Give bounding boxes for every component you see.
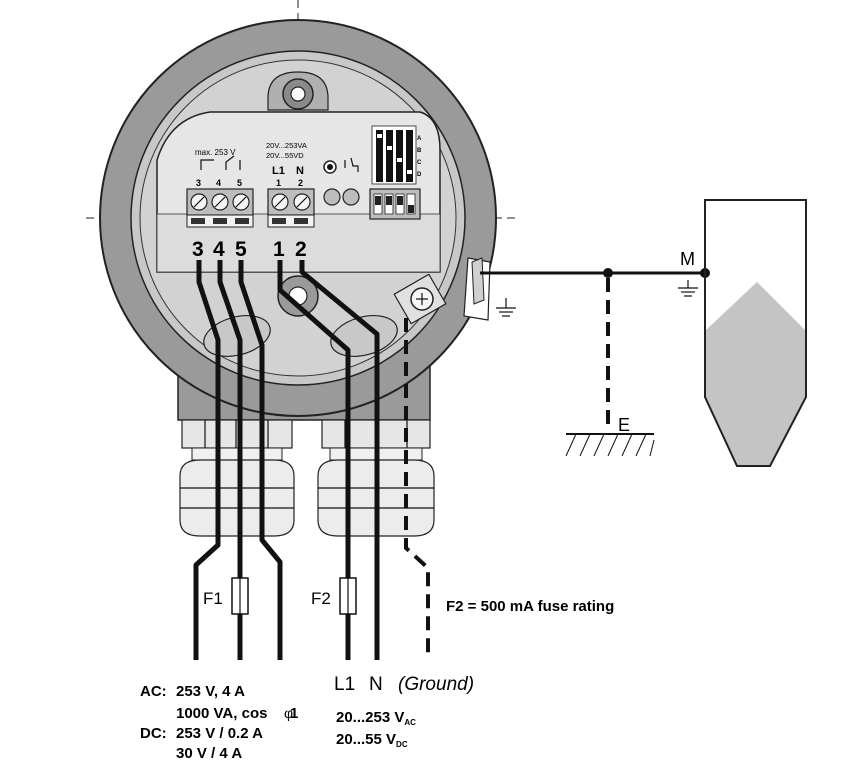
supply-rating-dc-sub: DC [396, 740, 408, 749]
relay-terminal-block: max. 253 V 3 4 5 [186, 148, 254, 228]
cable-gland-left [179, 419, 295, 537]
ground-symbol-left [496, 298, 516, 317]
relay-screw-5 [232, 193, 250, 211]
label-e: E [618, 415, 630, 435]
wire-relay-5 [238, 260, 283, 660]
wire-ground [404, 318, 430, 660]
dip-label-c: C [417, 160, 422, 166]
switch-symbol [344, 157, 359, 172]
relay-pin-5: 5 [237, 178, 242, 188]
junction-dot [603, 268, 613, 278]
relay-pin-4: 4 [216, 178, 221, 188]
wire-relay-3 [193, 260, 221, 660]
insert-button-left [323, 188, 341, 206]
relay-pin-3: 3 [196, 178, 201, 188]
top-mounting-screw [267, 71, 329, 111]
supply-range-ac: 20V...253VA [266, 141, 307, 150]
wire-relay-4 [217, 260, 243, 660]
dip-label-d: D [417, 172, 422, 178]
earth-hatch [565, 433, 655, 457]
fuse-f2: F2 [311, 577, 357, 615]
dip-switch-panel: A B C D [369, 125, 422, 220]
relay-rating-dc-line2: 30 V / 4 A [176, 745, 242, 762]
status-led [323, 160, 337, 174]
wire-label-ground: (Ground) [398, 674, 474, 695]
supply-screw-2 [293, 193, 311, 211]
supply-rating-dc: 20...55 VDC [336, 731, 408, 749]
relay-rating-ac-one: 1 [290, 705, 298, 722]
bottom-mounting-screw [277, 275, 319, 317]
label-m: M [680, 249, 695, 269]
supply-terminal-l1: L1 [272, 165, 285, 177]
supply-terminal-block: 20V...253VA 20V...55VD L1 N 1 2 [266, 141, 315, 228]
external-ground-connection: M E [471, 249, 710, 457]
terminal-number-4: 4 [213, 238, 225, 261]
fuse-f1-label: F1 [203, 589, 223, 608]
supply-range-dc: 20V...55VD [266, 151, 304, 160]
terminal-numbers: 3 4 5 1 2 [192, 238, 307, 261]
wire-label-n: N [369, 674, 383, 695]
terminal-number-2: 2 [295, 238, 307, 261]
fuse-f1: F1 [203, 577, 249, 615]
relay-screw-3 [190, 193, 208, 211]
relay-rating-dc-prefix: DC: [140, 725, 167, 742]
wire-supply-n [299, 260, 380, 660]
internal-ground-screw [393, 273, 447, 325]
insert-button-right [342, 188, 360, 206]
supply-rating-ac-sub: AC [404, 718, 416, 727]
supply-rating: 20...253 VAC 20...55 VDC [336, 709, 416, 749]
relay-rating-dc-line1: 253 V / 0.2 A [176, 725, 263, 742]
relay-rating-ac-phi: φ [284, 705, 293, 721]
fuse-note: F2 = 500 mA fuse rating [446, 598, 614, 615]
terminal-number-1: 1 [273, 238, 285, 261]
supply-rating-ac-value: 20...253 V [336, 709, 404, 726]
dip-label-a: A [417, 136, 422, 142]
supply-terminal-n: N [296, 165, 304, 177]
supply-pin-1: 1 [276, 178, 281, 188]
relay-screw-4 [211, 193, 229, 211]
wire-label-l1: L1 [334, 674, 355, 695]
supply-rating-dc-value: 20...55 V [336, 731, 396, 748]
fuse-f2-label: F2 [311, 589, 331, 608]
relay-max-label: max. 253 V [195, 148, 236, 157]
supply-screw-1 [271, 193, 289, 211]
dip-label-b: B [417, 148, 422, 154]
relay-contact-symbol [200, 155, 241, 170]
relay-rating-ac-line2: 1000 VA, cos [176, 705, 267, 722]
terminal-number-5: 5 [235, 238, 247, 261]
terminal-number-3: 3 [192, 238, 204, 261]
relay-rating: AC: 253 V, 4 A 1000 VA, cos φ 1 DC: 253 … [140, 683, 298, 762]
supply-pin-2: 2 [298, 178, 303, 188]
wire-supply-l1 [277, 260, 351, 660]
ground-symbol-right [678, 280, 698, 297]
supply-rating-ac: 20...253 VAC [336, 709, 416, 727]
relay-rating-ac-prefix: AC: [140, 683, 167, 700]
relay-rating-ac-line1: 253 V, 4 A [176, 683, 245, 700]
silo [704, 199, 807, 467]
